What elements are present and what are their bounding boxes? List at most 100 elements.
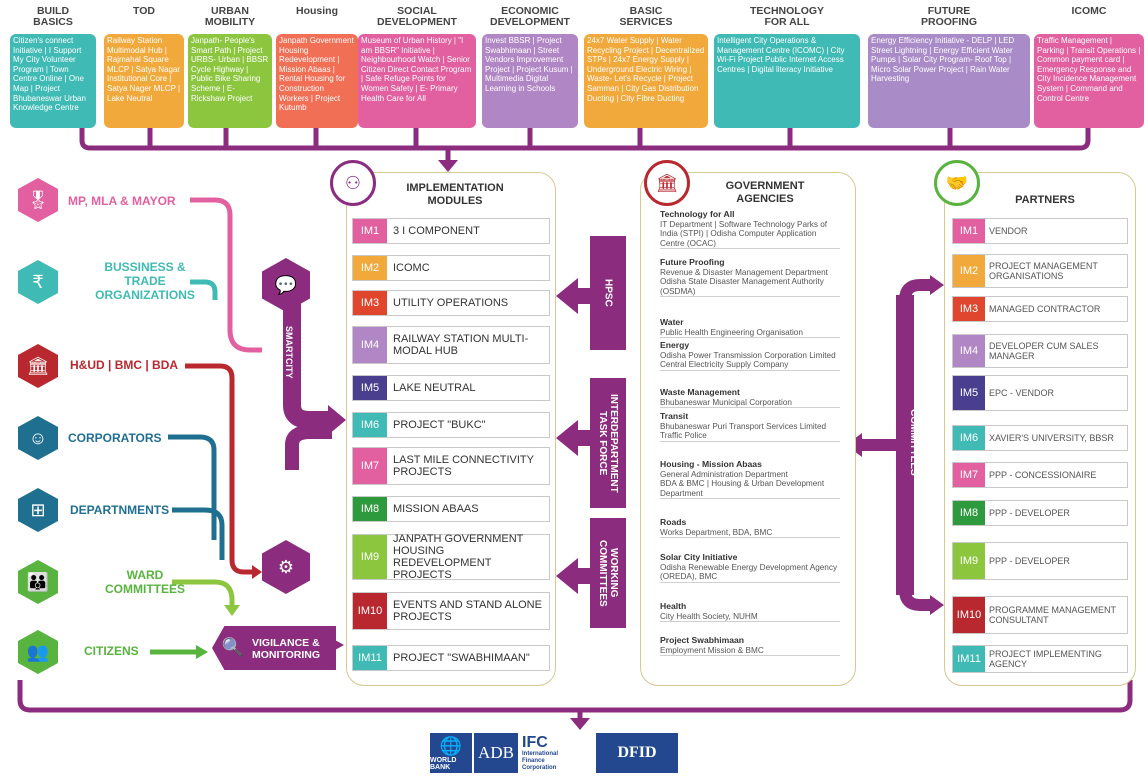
partner-label: PROJECT MANAGEMENT ORGANISATIONS xyxy=(989,261,1098,281)
module-tag: IM3 xyxy=(353,291,387,315)
government-building-icon: 🏛 xyxy=(644,160,690,206)
module-tag: IM11 xyxy=(353,646,387,670)
partner-tag: IM9 xyxy=(953,543,985,579)
partner-tag: IM8 xyxy=(953,501,985,525)
stakeholder-label: CORPORATORS xyxy=(68,431,162,445)
world-bank-label: WORLD BANK xyxy=(430,756,457,771)
partners-title: PARTNERS xyxy=(1015,194,1075,206)
module-label: LAKE NEUTRAL xyxy=(393,382,476,394)
working-committees-arrow xyxy=(556,558,596,594)
partner-tag: IM11 xyxy=(953,646,985,672)
category-title: Housing xyxy=(296,5,338,17)
agency-heading: Transit xyxy=(660,411,689,421)
stakeholder-label: MP, MLA & MAYOR xyxy=(68,194,176,208)
partner-tag: IM1 xyxy=(953,219,985,243)
module-label: LAST MILE CONNECTIVITY PROJECTS xyxy=(393,454,534,478)
partner-tag: IM5 xyxy=(953,376,985,410)
agency-heading: Water xyxy=(660,317,684,327)
category-box: Janpath Government Housing Redevelopment… xyxy=(276,34,358,128)
stakeholder-label: BUSSINESS & TRADE ORGANIZATIONS xyxy=(95,260,195,302)
agency-body: Works Department, BDA, BMC xyxy=(660,527,773,537)
module-tag: IM10 xyxy=(353,593,387,629)
agency-heading: Health xyxy=(660,601,687,611)
government-building-icon: 🏛 xyxy=(18,344,58,388)
gears-icon: ⚙ xyxy=(277,556,295,577)
agency-body: Revenue & Disaster Management Department… xyxy=(660,267,828,296)
category-box: Energy Efficiency Initiative - DELP | LE… xyxy=(868,34,1030,128)
category-title: TECHNOLOGY FOR ALL xyxy=(749,5,825,28)
module-tag: IM6 xyxy=(353,413,387,437)
world-bank-logo: 🌐WORLD BANK xyxy=(430,733,472,773)
partner-label: PPP - DEVELOPER xyxy=(989,508,1070,518)
agency-body: General Administration Department BDA & … xyxy=(660,469,825,498)
hpsc-label: HPSC xyxy=(602,279,614,307)
module-tag: IM5 xyxy=(353,376,387,400)
module-tag: IM9 xyxy=(353,535,387,579)
module-row: IM5 LAKE NEUTRAL xyxy=(352,375,550,401)
category-box: Citizen's connect Initiative | I Support… xyxy=(10,34,96,128)
agency-body: Odisha Renewable Energy Development Agen… xyxy=(660,562,838,582)
category-box: Museum of Urban History | "I am BBSR" In… xyxy=(358,34,476,128)
agency-body: Bhubaneswar Puri Transport Services Limi… xyxy=(660,421,827,441)
partner-label: PPP - CONCESSIONAIRE xyxy=(989,470,1097,480)
agency-heading: Solar City Initiative xyxy=(660,552,738,562)
smartcity-forum-hex: 💬 xyxy=(262,258,310,312)
partner-tag: IM4 xyxy=(953,335,985,367)
category-title: BUILD BASICS xyxy=(33,5,73,28)
module-label: JANPATH GOVERNMENT HOUSING REDEVELOPMENT… xyxy=(393,533,524,581)
module-tag: IM4 xyxy=(353,327,387,363)
government-title: GOVERNMENT AGENCIES xyxy=(725,180,805,205)
working-committees-label: WORKING COMMITTEES xyxy=(597,539,619,607)
agency-body: City Health Society, NUHM xyxy=(660,611,758,621)
agency-heading: Future Proofing xyxy=(660,257,725,267)
spv-label: SPV xyxy=(284,498,294,517)
partner-label: PROJECT IMPLEMENTING AGENCY xyxy=(989,649,1102,669)
partner-label: VENDOR xyxy=(989,226,1028,236)
agency-body: Public Health Engineering Organisation xyxy=(660,327,803,337)
partner-tag: IM10 xyxy=(953,597,985,633)
ifc-label: IFC xyxy=(522,733,548,751)
partner-label: MANAGED CONTRACTOR xyxy=(989,304,1101,314)
category-box: Traffic Management | Parking | Transit O… xyxy=(1034,34,1144,128)
adb-logo: ADB xyxy=(474,733,518,773)
agency-body: IT Department | Software Technology Park… xyxy=(660,219,828,248)
agency-body: Employment Mission & BMC xyxy=(660,645,764,655)
stakeholder-label: H&UD | BMC | BDA xyxy=(70,358,179,372)
module-label: MISSION ABAAS xyxy=(393,503,479,515)
government-panel xyxy=(640,172,856,686)
module-label: ICOMC xyxy=(393,262,430,274)
partner-tag: IM7 xyxy=(953,463,985,487)
spv-hex: ⚙ xyxy=(262,540,310,594)
org-chart-icon: ⊞ xyxy=(18,488,58,532)
agency-heading: Project Swabhimaan xyxy=(660,635,745,645)
implementation-title: IMPLEMENTATION MODULES xyxy=(406,182,504,207)
module-label: RAILWAY STATION MULTI- MODAL HUB xyxy=(393,333,529,357)
agency-body: Bhubaneswar Municipal Corporation xyxy=(660,397,792,407)
module-label: 3 I COMPONENT xyxy=(393,225,480,237)
task-force-label: INTERDEPARTMENT TASK FORCE xyxy=(597,393,619,493)
partner-label: PROGRAMME MANAGEMENT CONSULTANT xyxy=(989,605,1117,625)
agency-heading: Waste Management xyxy=(660,387,740,397)
